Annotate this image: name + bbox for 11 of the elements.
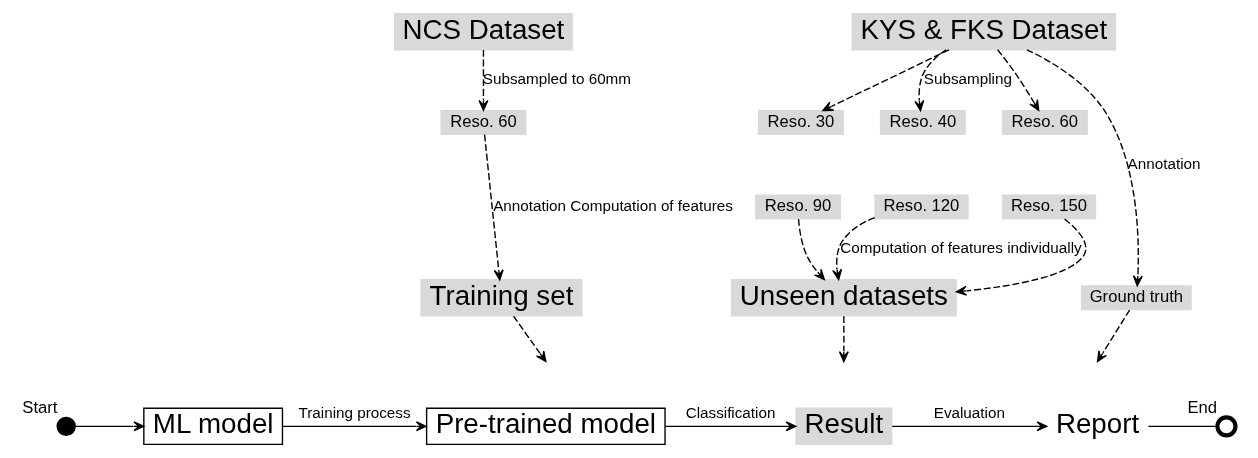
edge-label: Subsampled to 60mm	[482, 70, 632, 88]
edge-label: Annotation Computation of features	[493, 196, 733, 214]
edge-label: Subsampling	[923, 70, 1012, 88]
edge-label: Classification	[685, 403, 776, 421]
edge-label: Training process	[298, 403, 411, 421]
edge-label: Annotation	[1127, 154, 1201, 172]
node-text: Report	[1055, 408, 1140, 440]
node-label: End	[1187, 397, 1217, 417]
edge-label: Evaluation	[933, 403, 1005, 421]
edge-label: Computation of features individually	[840, 239, 1082, 257]
node-label: Start	[22, 397, 58, 417]
